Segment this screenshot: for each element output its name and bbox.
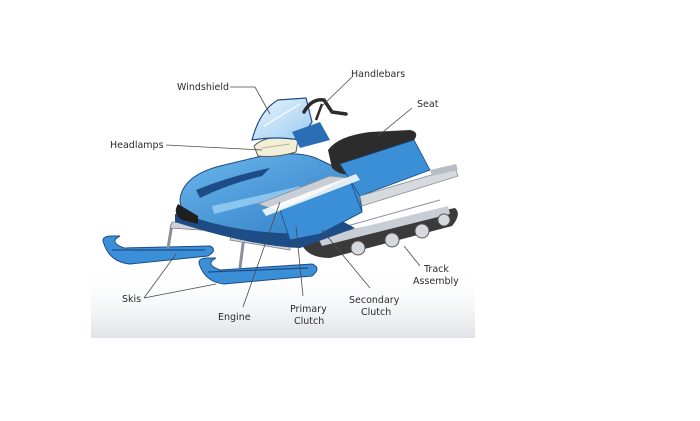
engine-leader (242, 201, 281, 308)
label-engine: Engine (218, 312, 251, 323)
label-windshield: Windshield (177, 82, 229, 93)
leader-lines (143, 76, 421, 308)
windshield-shape (251, 97, 313, 141)
label-seat: Seat (417, 99, 439, 110)
label-secondary-line2: Clutch (361, 307, 391, 318)
label-headlamps: Headlamps (110, 140, 164, 151)
secondary-clutch-leader (321, 229, 371, 289)
primary-clutch-leader (295, 225, 304, 297)
labels: Windshield Handlebars Seat Headlamps Tra… (110, 69, 459, 327)
ground-panel (91, 268, 475, 338)
label-track-line2: Assembly (413, 276, 459, 287)
skis-group (102, 223, 318, 285)
skis-leader-2 (143, 283, 217, 299)
track-leader (403, 245, 421, 267)
label-skis: Skis (122, 294, 141, 305)
headlamps-leader (165, 144, 263, 151)
snowmobile-body (175, 97, 459, 248)
label-handlebars: Handlebars (351, 69, 405, 80)
seat-leader (377, 107, 413, 137)
label-primary-line2: Clutch (294, 316, 324, 327)
label-secondary-line1: Secondary (349, 295, 400, 306)
label-track-line1: Track (423, 264, 449, 275)
label-primary-line1: Primary (290, 304, 327, 315)
right-ski (198, 257, 318, 285)
handlebars-shape (302, 98, 348, 116)
handlebars-leader (321, 76, 353, 107)
skis-leader-1 (143, 253, 177, 299)
windshield-leader (230, 86, 271, 115)
track-assembly (300, 199, 458, 258)
